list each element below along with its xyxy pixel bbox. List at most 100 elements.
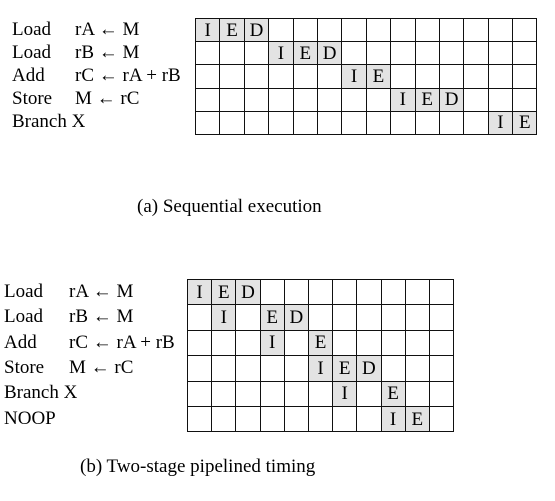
empty-cell: [428, 355, 455, 382]
empty-cell: [428, 405, 455, 433]
empty-cell: [414, 41, 440, 66]
empty-cell: [211, 329, 237, 357]
empty-cell: [380, 329, 406, 357]
empty-cell: [235, 304, 261, 331]
empty-cell: [487, 64, 514, 89]
empty-cell: [219, 87, 245, 112]
empty-cell: [243, 87, 270, 112]
empty-cell: [283, 278, 309, 306]
empty-cell: [463, 64, 489, 89]
empty-cell: [390, 110, 416, 135]
empty-cell: [268, 87, 294, 112]
empty-cell: [307, 304, 334, 331]
empty-cell: [463, 17, 489, 43]
empty-cell: [390, 17, 416, 43]
stage-cell: D: [283, 304, 309, 331]
instruction-opcode: Store: [12, 88, 53, 110]
stage-cell: I: [211, 304, 237, 331]
empty-cell: [365, 110, 392, 135]
empty-cell: [414, 64, 440, 89]
empty-cell: [307, 380, 334, 407]
empty-cell: [219, 41, 245, 66]
stage-cell: D: [316, 41, 343, 66]
stage-cell: E: [380, 380, 406, 407]
empty-cell: [332, 329, 358, 357]
empty-cell: [438, 17, 465, 43]
stage-cell: E: [404, 405, 430, 433]
empty-cell: [211, 405, 237, 433]
empty-cell: [404, 380, 430, 407]
empty-cell: [428, 304, 455, 331]
instruction-operands: rB ← M: [75, 41, 140, 63]
empty-cell: [356, 278, 382, 306]
empty-cell: [243, 110, 270, 135]
stage-cell: D: [356, 355, 382, 382]
empty-cell: [428, 329, 455, 357]
stage-cell: D: [243, 17, 270, 43]
empty-cell: [283, 329, 309, 357]
empty-cell: [316, 64, 343, 89]
empty-cell: [341, 17, 367, 43]
empty-cell: [219, 110, 245, 135]
instruction-opcode: Load: [4, 280, 44, 302]
empty-cell: [283, 380, 309, 407]
empty-cell: [404, 329, 430, 357]
instruction-operands: M ← rC: [75, 88, 140, 110]
empty-cell: [194, 64, 221, 89]
stage-cell: E: [259, 304, 285, 331]
caption-a: (a) Sequential execution: [137, 196, 322, 217]
empty-cell: [512, 87, 538, 112]
empty-cell: [243, 41, 270, 66]
empty-cell: [380, 304, 406, 331]
empty-cell: [404, 278, 430, 306]
empty-cell: [194, 110, 221, 135]
empty-cell: [380, 355, 406, 382]
empty-cell: [268, 110, 294, 135]
empty-cell: [211, 355, 237, 382]
empty-cell: [365, 41, 392, 66]
stage-cell: E: [219, 17, 245, 43]
stage-cell: E: [292, 41, 318, 66]
empty-cell: [292, 64, 318, 89]
empty-cell: [292, 17, 318, 43]
empty-cell: [235, 380, 261, 407]
instruction-opcode: Load: [4, 306, 44, 328]
empty-cell: [390, 41, 416, 66]
empty-cell: [512, 17, 538, 43]
stage-cell: I: [259, 329, 285, 357]
empty-cell: [356, 304, 382, 331]
empty-cell: [414, 17, 440, 43]
empty-cell: [487, 87, 514, 112]
empty-cell: [259, 355, 285, 382]
empty-cell: [186, 380, 213, 407]
empty-cell: [332, 278, 358, 306]
instruction-operands: rA ← M: [69, 280, 134, 302]
stage-cell: I: [332, 380, 358, 407]
empty-cell: [194, 87, 221, 112]
stage-cell: E: [414, 87, 440, 112]
empty-cell: [211, 380, 237, 407]
stage-cell: E: [332, 355, 358, 382]
empty-cell: [487, 17, 514, 43]
empty-cell: [268, 64, 294, 89]
instruction-opcode: Load: [12, 41, 52, 63]
stage-cell: E: [307, 329, 334, 357]
stage-cell: I: [390, 87, 416, 112]
empty-cell: [332, 304, 358, 331]
stage-cell: I: [307, 355, 334, 382]
empty-cell: [316, 110, 343, 135]
stage-cell: E: [512, 110, 538, 135]
instruction-opcode: Add: [4, 331, 37, 353]
instruction-operands: rA ← M: [75, 18, 140, 40]
caption-b: (b) Two-stage pipelined timing: [80, 456, 316, 477]
empty-cell: [186, 405, 213, 433]
